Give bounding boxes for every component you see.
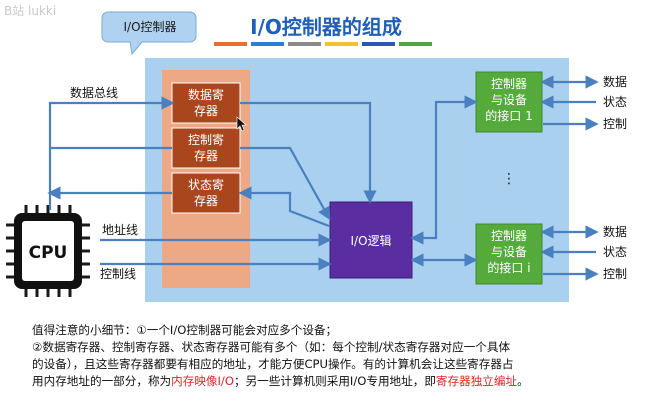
title-color-bar (251, 42, 284, 46)
cpu-chip-icon: CPU (6, 205, 90, 297)
interface-1-label-1: 控制器 (491, 77, 527, 91)
control-register-label-2: 存器 (194, 149, 218, 163)
title-color-bar (362, 42, 395, 46)
connection-lines (47, 75, 599, 281)
interface-1-control-label: 控制 (603, 117, 627, 131)
status-register-label-1: 状态寄 (188, 177, 224, 192)
device-interface-1: 控制器 与设备 的接口 1 (475, 71, 543, 133)
logic-to-status-reg (238, 186, 330, 228)
io-logic-block: I/O逻辑 (329, 201, 413, 279)
note-line-2: ②数据寄存器、控制寄存器、状态寄存器可能有多个（如：每个控制/状态寄存器对应一个… (32, 340, 511, 354)
title-color-bars (214, 42, 432, 46)
cpu-label: CPU (29, 243, 68, 263)
interface-i-control-label: 控制 (603, 267, 627, 281)
status-register-label-2: 存器 (194, 194, 218, 208)
note-line-4-part-c: 。 (517, 374, 529, 388)
interface-i-status-label: 状态 (603, 245, 627, 259)
interface-i-label-3: 的接口 i (487, 260, 530, 275)
interface-i-label-2: 与设备 (491, 245, 527, 259)
note-line-4-part-a: 用内存地址的一部分，称为 (32, 374, 172, 388)
control-bus-label: 控制线 (100, 267, 136, 281)
data-register-label-2: 存器 (194, 104, 218, 118)
title-color-bar (399, 42, 432, 46)
data-bus-label: 数据总线 (70, 85, 118, 100)
io-controller-tab: I/O控制器 (101, 11, 197, 56)
status-register: 状态寄 存器 (171, 172, 241, 214)
interface-1-label-3: 的接口 1 (485, 108, 532, 123)
title-color-bar (214, 42, 247, 46)
watermark-text: B站 lukki (4, 4, 57, 18)
note-line-1: 值得注意的小细节：①一个I/O控制器可能会对应多个设备； (32, 323, 338, 337)
data-register-label-1: 数据寄 (188, 87, 224, 102)
data-reg-to-logic (240, 101, 377, 204)
io-controller-tab-label: I/O控制器 (123, 20, 176, 34)
control-register-label-1: 控制寄 (188, 132, 224, 147)
memory-mapped-io-term: 内存映像I/O (171, 374, 234, 388)
interface-i-label-1: 控制器 (491, 229, 527, 243)
logic-to-interface-1 (410, 95, 478, 245)
data-register: 数据寄 存器 (171, 82, 241, 124)
independent-addressing-term: 寄存器独立编址 (435, 374, 518, 388)
note-line-4: 用内存地址的一部分，称为内存映像I/O；另一些计算机则采用I/O专用地址，即寄存… (32, 373, 642, 390)
interface-ellipsis: ⋮ (502, 171, 516, 187)
note-line-4-part-b: ；另一些计算机则采用I/O专用地址，即 (233, 374, 436, 388)
interface-1-label-2: 与设备 (491, 93, 527, 107)
io-logic-label: I/O逻辑 (350, 234, 391, 248)
device-interface-i: 控制器 与设备 的接口 i (475, 223, 543, 285)
diagram-title: I/O控制器的组成 (250, 15, 402, 39)
interface-1-data-label: 数据 (603, 74, 627, 89)
title-color-bar (325, 42, 358, 46)
address-bus-label: 地址线 (102, 223, 138, 237)
control-reg-to-logic (240, 146, 331, 221)
data-bus-line (48, 96, 175, 210)
title-color-bar (288, 42, 321, 46)
mouse-cursor-icon (236, 116, 247, 132)
control-register: 控制寄 存器 (171, 127, 241, 169)
interface-i-data-label: 数据 (603, 224, 627, 239)
interface-1-status-label: 状态 (603, 95, 627, 109)
note-line-3: 的设备），且这些寄存器都要有相应的地址，才能方便CPU操作。有的计算机会让这些寄… (32, 357, 514, 371)
